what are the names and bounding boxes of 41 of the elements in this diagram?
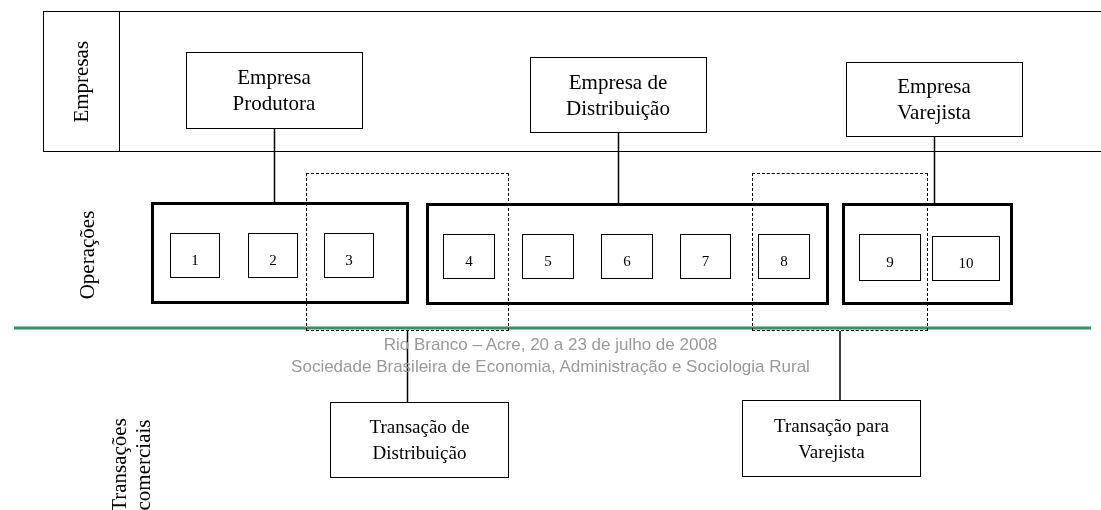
box-label: Empresa Varejista	[896, 73, 972, 125]
operation-box	[324, 233, 374, 278]
box-label: Transação de Distribuição	[368, 415, 471, 465]
connector-line	[617, 132, 620, 204]
box-label: Transação para Varejista	[773, 413, 890, 464]
transaction-box	[330, 402, 509, 478]
operation-box	[758, 234, 810, 279]
operation-number: 8	[779, 252, 789, 272]
lane-title: Empresas	[67, 40, 94, 123]
transaction-dashed-box	[306, 173, 509, 331]
operation-number: 7	[700, 252, 711, 272]
operation-number: 5	[543, 252, 553, 272]
operation-number: 10	[957, 254, 975, 274]
company-box	[185, 51, 363, 129]
operation-box	[170, 233, 220, 278]
connector-line	[273, 128, 276, 203]
transaction-box	[742, 400, 921, 477]
operation-box	[248, 233, 298, 278]
operation-box	[859, 234, 921, 281]
company-box	[845, 61, 1023, 137]
operation-number: 9	[885, 253, 895, 273]
connector-line	[406, 330, 409, 403]
transaction-dashed-box	[752, 173, 928, 331]
operation-box	[601, 234, 653, 279]
box-label: Empresa Produtora	[231, 64, 317, 116]
operation-number: 2	[268, 251, 278, 271]
operations-group-box	[151, 202, 409, 304]
operation-box	[443, 234, 495, 279]
operation-box	[932, 236, 1000, 281]
operation-box	[522, 234, 574, 279]
connector-line	[839, 330, 841, 401]
company-box	[529, 56, 707, 133]
lane-title: Operações	[75, 210, 99, 300]
operation-number: 1	[190, 251, 200, 271]
operation-number: 4	[464, 252, 474, 272]
swimlane-band	[43, 11, 1101, 152]
box-label: Empresa de Distribuição	[565, 68, 671, 121]
operation-box	[680, 234, 731, 279]
operation-number: 6	[622, 252, 632, 272]
operation-number: 3	[344, 251, 354, 271]
connector-line	[933, 136, 936, 204]
